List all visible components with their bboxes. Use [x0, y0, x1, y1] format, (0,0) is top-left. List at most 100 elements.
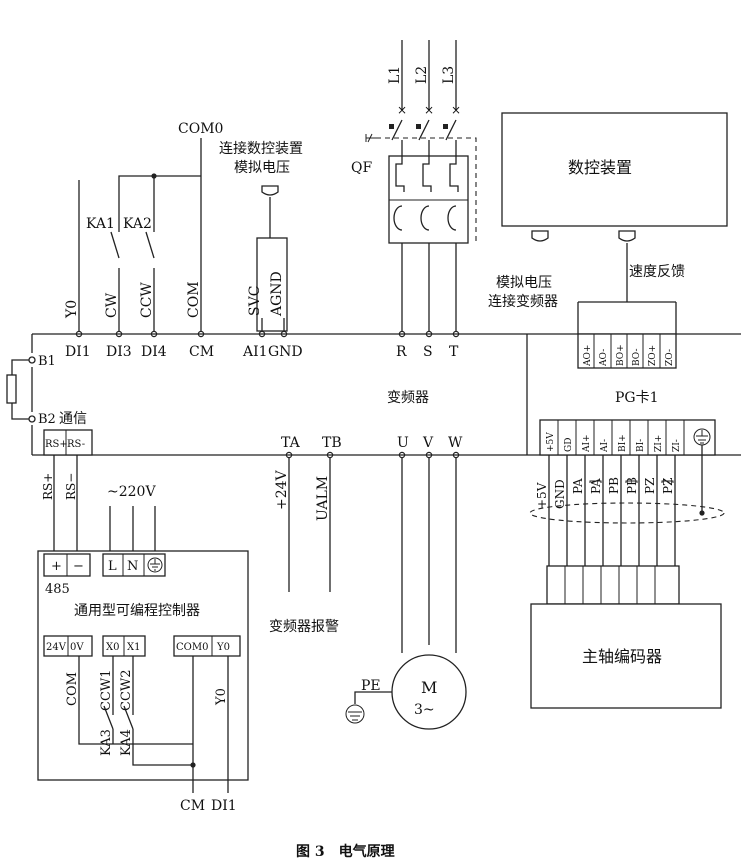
cnc-device: 数控装置 模拟电压 连接变频器 速度反馈 [488, 112, 728, 310]
comm-label: 通信 [59, 411, 87, 427]
pg-pin-gd: GD [564, 438, 574, 452]
connector-icon [261, 185, 279, 196]
plc-term-minus: − [73, 559, 84, 574]
feedback-connector-icon [618, 230, 636, 242]
plc-term-x1: X1 [127, 642, 140, 653]
pg-pin-bo-minus: BO- [632, 348, 642, 366]
plc-term-l: L [108, 559, 117, 574]
enc-wire-pb: PB [607, 477, 621, 494]
pe-ground-icon [345, 704, 365, 724]
terminal-t: T [449, 344, 459, 360]
wire-com-plc: COM [65, 672, 80, 706]
wire-24v: +24V [274, 469, 290, 510]
pg-pin-5v: +5V [546, 432, 556, 452]
phase-l3: L3 [441, 66, 457, 84]
plc-term-0v: 0V [70, 642, 84, 653]
plc-ground-icon [147, 557, 163, 573]
terminal-ai1: AI1 [242, 344, 268, 360]
rs-plus-port: RS+ [45, 439, 68, 450]
top-terminals: DI1 DI3 DI4 CM AI1 GND R S T [65, 330, 459, 360]
spindle-encoder: 主轴编码器 [530, 565, 722, 709]
pg-pin-zi-plus: ZI+ [654, 435, 664, 452]
terminal-tb: TB [322, 435, 342, 451]
wire-rs-plus: RS+ [41, 473, 55, 500]
terminal-ta: TA [281, 435, 301, 451]
analog-note-line1: 连接数控装置 [219, 140, 303, 157]
terminal-di1: DI1 [65, 344, 91, 360]
pg-card-label: PG卡1 [615, 390, 659, 406]
pg-pin-zi-minus: ZI- [672, 439, 682, 452]
plc-term-plus: + [51, 559, 62, 574]
plc-term-com0: COM0 [176, 642, 208, 653]
wire-rs-minus: RS− [64, 473, 78, 500]
analog-input: 连接数控装置 模拟电压 SVC AGND [219, 140, 303, 332]
plc-term-x0: X0 [106, 642, 119, 653]
wire-ccw1: CCW1 [99, 669, 114, 711]
enc-wire-pa-bar: PA [589, 478, 603, 494]
rs-minus-port: RS- [67, 439, 85, 450]
cnc-label: 数控装置 [568, 158, 632, 177]
pg-pin-ai-minus: AI- [600, 439, 610, 453]
wire-com: COM [186, 281, 202, 318]
end-cm: CM [180, 798, 205, 814]
motor-m: M [421, 678, 437, 697]
svg-text:×: × [451, 103, 461, 117]
speed-feedback-label: 速度反馈 [629, 264, 685, 280]
contact-ka3: KA3 [99, 729, 114, 756]
pg-pin-ai-plus: AI+ [582, 434, 592, 453]
wire-y0: Y0 [64, 300, 80, 319]
terminal-di3: DI3 [106, 344, 132, 360]
pg-pin-bi-plus: BI+ [618, 434, 628, 452]
enc-wire-5v: +5V [535, 482, 549, 509]
analog-note-line2: 模拟电压 [234, 160, 290, 176]
pg-card: AO+ AO- BO+ BO- ZO+ ZO- PG卡1 +5V GD AI+ … [539, 301, 716, 456]
phase-l2: L2 [414, 66, 430, 84]
port-485: 485 [45, 582, 70, 597]
control-wiring: COM0 KA1 KA2 Y0 CW CCW COM [64, 121, 223, 331]
enc-wire-pb-bar: PB [625, 477, 639, 494]
terminal-cm: CM [189, 344, 214, 360]
power-input: L1 L2 L3 × × × QF [351, 40, 477, 338]
inverter-alarm-label: 变频器报警 [269, 619, 339, 635]
figure-caption: 图 3 电气原理 [296, 843, 395, 860]
resistor-symbol [6, 374, 17, 404]
bottom-terminals: TA TB U V W +24V UALM 变频器报警 [269, 435, 463, 653]
motor: M 3~ PE [345, 654, 467, 730]
enc-wire-pz: PZ [643, 478, 657, 494]
enc-wire-pz-bar: PZ [661, 478, 675, 494]
enc-wire-pa: PA [571, 478, 585, 494]
wire-agnd: AGND [269, 271, 285, 317]
pg-pin-zo-plus: ZO+ [648, 345, 658, 366]
b1-label: B1 [38, 354, 56, 369]
relay-ka1: KA1 [86, 216, 115, 232]
analog-connector-icon [531, 230, 549, 242]
end-di1: DI1 [211, 798, 237, 814]
encoder-cable: +5V GND PA PA PB PB PZ PZ [529, 445, 725, 566]
plc-label: 通用型可编程控制器 [74, 603, 200, 619]
braking-resistor: B1 B2 通信 [6, 354, 87, 427]
pg-pin-ao-minus: AO- [599, 349, 609, 367]
b2-label: B2 [38, 412, 56, 427]
plc-term-n: N [127, 559, 138, 574]
wire-ualm: UALM [315, 476, 331, 521]
motor-phase: 3~ [414, 702, 435, 718]
pg-pin-ao-plus: AO+ [583, 345, 593, 367]
plc: RS+ RS− ~220V + − L N 485 通用型可编程控制器 24V … [37, 455, 249, 814]
terminal-u: U [397, 435, 409, 451]
wire-svc: SVC [247, 286, 263, 316]
terminal-w: W [448, 435, 463, 451]
breaker-qf: QF [351, 160, 372, 176]
terminal-r: R [396, 344, 407, 360]
wire-cw: CW [104, 292, 120, 318]
cnc-note-line2: 连接变频器 [488, 293, 558, 310]
terminal-gnd: GND [268, 344, 303, 360]
pe-label: PE [361, 678, 381, 694]
rs485-port: RS+ RS- [43, 429, 93, 456]
pg-pin-zo-minus: ZO- [665, 349, 675, 366]
supply-label: ~220V [107, 484, 156, 500]
wire-ccw: CCW [139, 282, 155, 318]
contact-ka4: KA4 [119, 729, 134, 756]
wire-y0-plc: Y0 [214, 688, 229, 706]
phase-l1: L1 [387, 66, 403, 84]
